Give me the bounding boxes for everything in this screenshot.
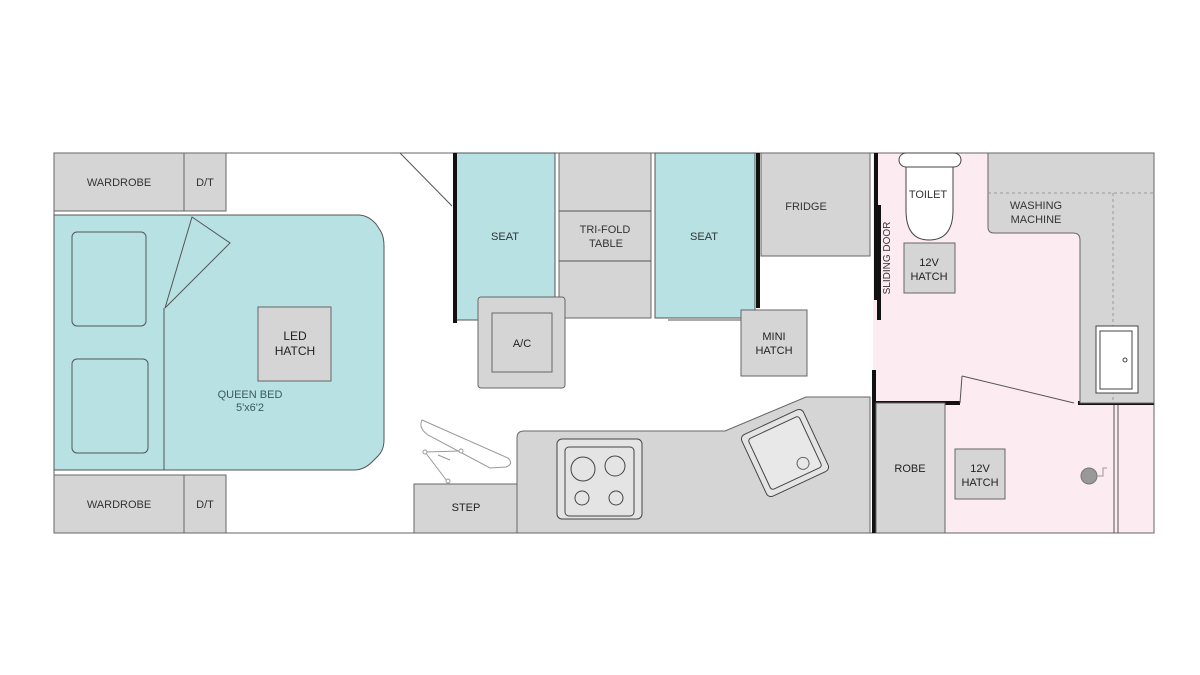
tri-fold-table: TRI-FOLD TABLE: [558, 152, 652, 319]
bathroom-door-swing: [959, 375, 1075, 404]
hatch-12v-bathroom: 12V HATCH: [903, 242, 956, 294]
seat-left: SEAT: [453, 152, 556, 323]
washing-machine-label: MACHINE: [1011, 214, 1062, 226]
step: STEP: [413, 483, 518, 534]
wardrobe-top: WARDROBE: [53, 152, 185, 212]
hatch-12v-rear: 12V HATCH: [954, 448, 1006, 500]
hatch-label: HATCH: [961, 477, 998, 489]
sink-icon: [740, 408, 830, 498]
led-hatch-label: LED: [283, 329, 307, 343]
kitchen-bench: [516, 396, 871, 534]
shower-icon: [1080, 405, 1119, 533]
door-swing: [399, 152, 453, 207]
ac-unit: A/C: [477, 296, 566, 389]
step-bracket-icon: [420, 419, 512, 484]
pillow-icon: [71, 358, 149, 454]
robe-label: ROBE: [894, 463, 925, 475]
washing-machine: WASHING MACHINE: [987, 152, 1155, 404]
cooktop-icon: [556, 438, 643, 520]
washing-machine-label: WASHING: [1010, 200, 1062, 212]
robe: ROBE: [875, 402, 946, 534]
led-hatch-label: HATCH: [275, 344, 315, 358]
ac-label: A/C: [513, 338, 531, 350]
mini-hatch-label: HATCH: [755, 345, 792, 357]
hatch-label: 12V: [919, 257, 939, 269]
queen-bed-size: 5'x6'2: [236, 402, 264, 414]
folded-sheet-icon: [164, 216, 231, 309]
fridge-label: FRIDGE: [785, 201, 827, 213]
queen-bed-label: QUEEN BED: [218, 389, 283, 401]
toilet-label: TOILET: [909, 189, 948, 201]
hatch-label: 12V: [970, 463, 990, 475]
seat-left-label: SEAT: [491, 231, 519, 243]
step-label: STEP: [452, 502, 481, 514]
mini-hatch: MINI HATCH: [740, 309, 808, 377]
wardrobe-bottom-label: WARDROBE: [87, 499, 151, 511]
seat-right-label: SEAT: [690, 231, 718, 243]
basin-icon: [1095, 325, 1139, 394]
tri-fold-table-label: TRI-FOLD: [580, 224, 631, 236]
dt-top-label: D/T: [196, 177, 214, 189]
toilet: TOILET: [898, 152, 962, 241]
queen-bed: LED HATCH QUEEN BED 5'x6'2: [53, 214, 385, 471]
mini-hatch-label: MINI: [762, 331, 785, 343]
dt-top: D/T: [183, 152, 227, 212]
seat-right: SEAT: [654, 152, 760, 321]
wardrobe-top-label: WARDROBE: [87, 177, 151, 189]
pillow-icon: [71, 231, 147, 327]
dt-bottom-label: D/T: [196, 499, 214, 511]
dt-bottom: D/T: [183, 474, 227, 534]
sliding-door-label: SLIDING DOOR: [882, 222, 893, 295]
led-hatch: [257, 306, 332, 382]
wardrobe-bottom: WARDROBE: [53, 474, 185, 534]
tri-fold-table-label: TABLE: [589, 238, 623, 250]
hatch-label: HATCH: [910, 271, 947, 283]
fridge: FRIDGE: [760, 152, 871, 257]
